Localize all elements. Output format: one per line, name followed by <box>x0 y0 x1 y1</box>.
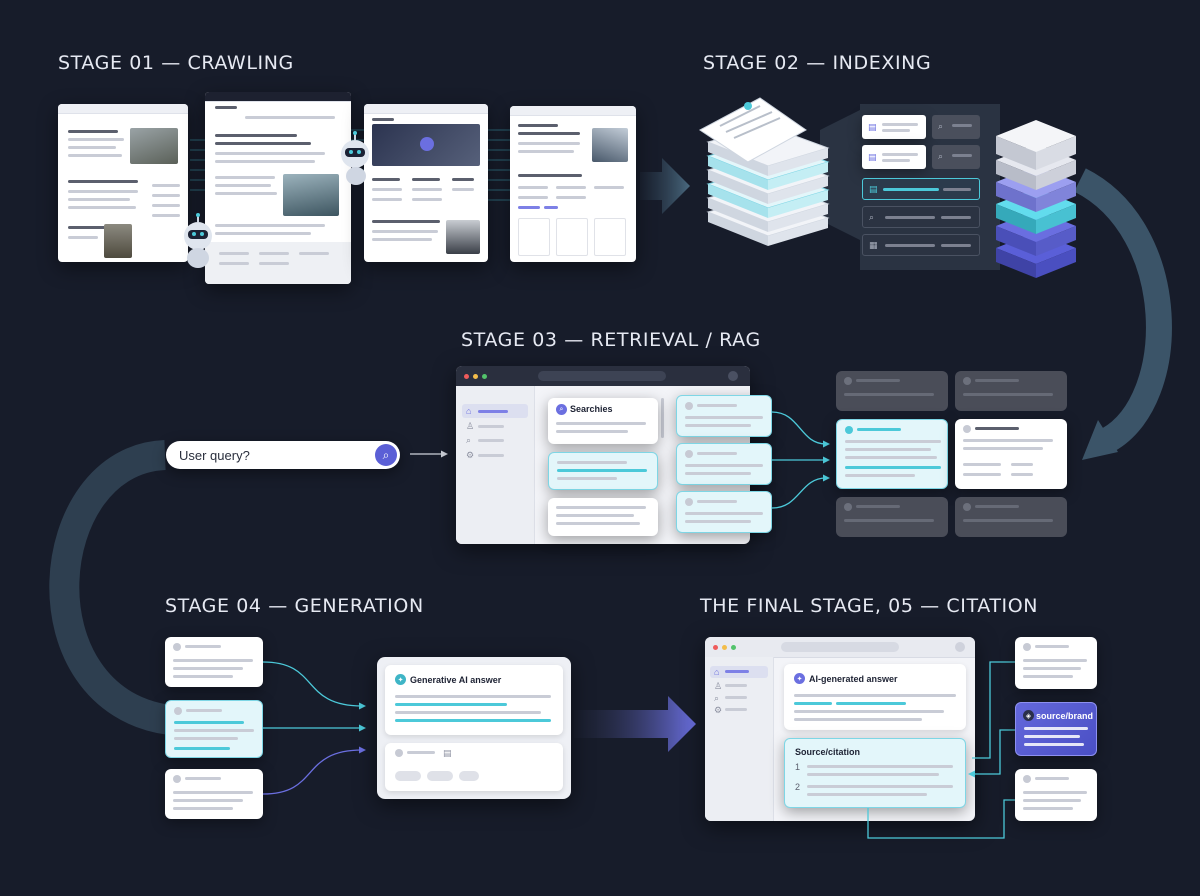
index-result-dim <box>955 371 1067 411</box>
user-icon: ♙ <box>714 681 723 691</box>
crawled-page-3 <box>364 104 488 262</box>
generative-answer-title: Generative AI answer <box>410 675 502 685</box>
cited-source <box>1015 769 1097 821</box>
crawled-page-4 <box>510 106 636 262</box>
home-icon: ⌂ <box>714 667 720 677</box>
search-results-card: ⌕ Searchies <box>548 398 658 444</box>
index-result-dim <box>836 371 948 411</box>
context-chunk <box>165 637 263 687</box>
stage-01-title: STAGE 01 — CRAWLING <box>58 52 294 74</box>
arrow-crawl-to-index <box>640 158 690 214</box>
context-chunk-highlight <box>165 700 263 758</box>
index-result-dim <box>836 497 948 537</box>
index-search-chip: ⌕ <box>932 115 980 139</box>
arrow-generation-to-citation <box>574 696 696 752</box>
document-icon: ▤ <box>868 152 877 162</box>
stage-03-title: STAGE 03 — RETRIEVAL / RAG <box>461 329 761 351</box>
search-icon: ⌕ <box>869 212 875 222</box>
robot-icon <box>184 213 212 268</box>
stage-05-title: THE FINAL STAGE, 05 — CITATION <box>700 595 1039 617</box>
document-icon: ▤ <box>869 184 878 194</box>
search-result[interactable] <box>548 498 658 536</box>
index-result <box>955 419 1067 489</box>
home-icon: ⌂ <box>466 406 472 416</box>
ai-sparkle-icon: ✦ <box>794 673 805 684</box>
crawled-page-1 <box>58 104 188 262</box>
citation-number-2: 2 <box>795 782 801 792</box>
citation-number-1: 1 <box>795 762 801 772</box>
retrieved-chunk <box>676 443 772 485</box>
crawled-page-2 <box>205 92 351 284</box>
index-doc-chip: ▤ <box>862 115 926 139</box>
search-icon: ⌕ <box>466 435 472 445</box>
search-icon: ⌕ <box>556 404 567 415</box>
search-icon: ⌕ <box>938 121 944 131</box>
retrieved-chunk <box>676 395 772 437</box>
cited-source-brand[interactable]: ◈ source/brand <box>1015 702 1097 756</box>
brand-icon: ◈ <box>1023 710 1034 721</box>
context-chunk <box>165 769 263 819</box>
index-row: ▦ <box>862 234 980 256</box>
address-bar[interactable] <box>781 642 899 652</box>
search-result-highlight[interactable] <box>548 452 658 490</box>
top-document <box>699 97 807 163</box>
query-text: User query? <box>179 448 250 463</box>
answer-sources-card: ▤ <box>385 743 563 791</box>
address-bar[interactable] <box>538 371 666 381</box>
index-doc-chip: ▤ <box>862 145 926 169</box>
user-icon: ♙ <box>466 421 475 431</box>
arrow-query-to-generation <box>49 440 173 735</box>
index-result-selected[interactable] <box>836 419 948 489</box>
cited-source <box>1015 637 1097 689</box>
search-icon: ⌕ <box>938 151 944 161</box>
generation-panel: ✦ Generative AI answer ▤ <box>377 657 571 799</box>
index-row-highlight: ▤ <box>862 178 980 200</box>
retrieved-chunk <box>676 491 772 533</box>
ai-sparkle-icon: ✦ <box>395 674 406 685</box>
table-icon: ▦ <box>869 240 878 250</box>
ai-answer-card: ✦ AI-generated answer <box>784 664 966 730</box>
generative-answer-card: ✦ Generative AI answer <box>385 665 563 735</box>
source-citation-title: Source/citation <box>795 747 861 757</box>
document-icon: ▤ <box>868 122 877 132</box>
source-brand-label: source/brand <box>1036 711 1094 721</box>
source-citation-card[interactable]: Source/citation 1 2 <box>784 738 966 808</box>
search-icon: ⌕ <box>714 693 720 703</box>
settings-icon: ⚙ <box>714 705 723 715</box>
index-search-chip: ⌕ <box>932 145 980 169</box>
robot-icon <box>341 131 369 185</box>
stage-02-title: STAGE 02 — INDEXING <box>703 52 932 74</box>
user-query-bar[interactable]: User query? ⌕ <box>166 441 400 469</box>
server-stack <box>996 120 1076 278</box>
ai-answer-title: AI-generated answer <box>809 674 898 684</box>
arrow-index-to-retrieval <box>1073 168 1172 452</box>
index-row: ⌕ <box>862 206 980 228</box>
search-card-title: Searchies <box>570 404 613 414</box>
search-icon[interactable]: ⌕ <box>375 444 397 466</box>
index-result-dim <box>955 497 1067 537</box>
settings-icon: ⚙ <box>466 450 475 460</box>
stage-04-title: STAGE 04 — GENERATION <box>165 595 424 617</box>
document-icon: ▤ <box>443 748 452 758</box>
